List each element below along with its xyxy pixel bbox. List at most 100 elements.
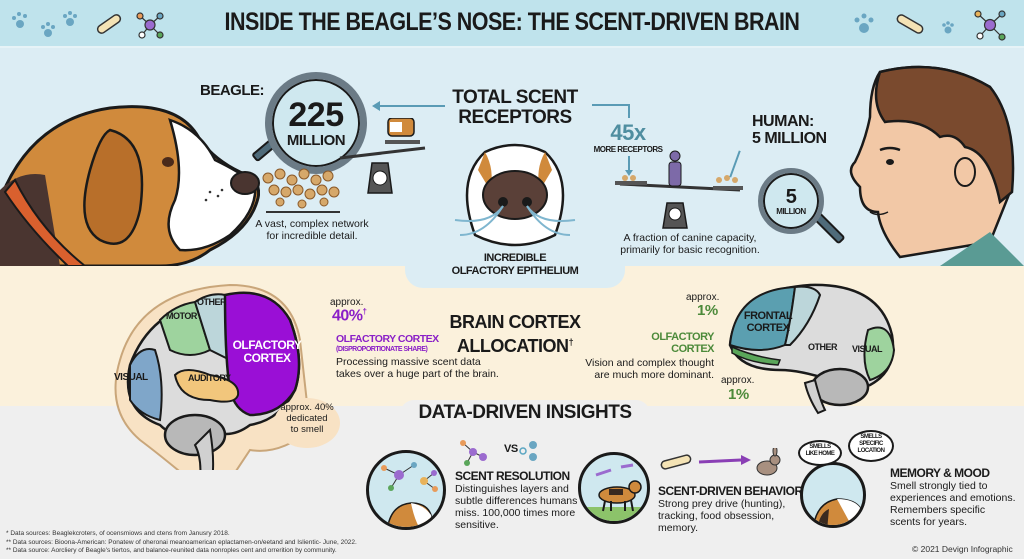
beagle-label: BEAGLE: — [200, 82, 265, 99]
memory-mood-image — [800, 462, 866, 528]
epithelium-label: INCREDIBLE OLFACTORY EPITHELIUM — [440, 252, 590, 278]
frontal-label-line2: CORTEX — [746, 322, 790, 334]
smell-bubble: approx. 40% dedicated to smell — [274, 402, 340, 435]
human-approx-top-label: approx. — [686, 292, 720, 303]
human-label-line1: HUMAN: — [752, 113, 814, 130]
footnote: * Data sources: Beaglekcroters, of ocens… — [6, 530, 230, 537]
beagle-head-illustration — [0, 105, 260, 266]
receptors-heading-line2: RECEPTORS — [458, 107, 572, 128]
header-right-icons — [854, 10, 1006, 41]
desc-line: sensitive. — [455, 519, 499, 531]
arrowhead-icon — [372, 101, 380, 111]
human-receptor-count: 5 — [785, 185, 797, 208]
arrow-left-icon — [375, 105, 445, 107]
beagle-brain-desc-line2: takes over a huge part of the brain. — [336, 368, 499, 380]
human-magnifier: 5 MILLION — [758, 168, 824, 234]
page-title: INSIDE THE BEAGLE’S NOSE: THE SCENT-DRIV… — [224, 8, 800, 36]
memory-mood-title: MEMORY & MOOD — [890, 466, 990, 480]
footnote: ** Data sources: Bioona-American: Ponate… — [6, 538, 357, 546]
paw-icon — [942, 21, 954, 34]
bubble-line: LOCATION — [857, 448, 885, 454]
human-label-line2: 5 MILLION — [752, 130, 827, 147]
frontal-label-line1: FRONTAL — [743, 310, 793, 322]
thought-bubble-home — [798, 440, 842, 466]
bubble-line: SPECIFIC — [859, 441, 883, 447]
scent-resolution-desc: Distinguishes layers and subtle differen… — [455, 483, 600, 531]
thought-bubble-home-text: SMELLS LIKE HOME — [798, 444, 842, 458]
connector-line — [628, 104, 630, 118]
desc-line: Distinguishes layers and — [455, 483, 569, 495]
rabbit-icon — [756, 448, 781, 476]
molecule-dog-icon — [381, 462, 438, 527]
brain-region-other: OTHER — [197, 297, 227, 307]
human-brain-region-other: OTHER — [808, 342, 838, 352]
scent-behavior-title: SCENT-DRIVEN BEHAVIOR — [658, 484, 803, 498]
human-brain-diagram — [728, 283, 896, 415]
beagle-olfactory-percent: 40% — [332, 307, 363, 325]
desc-line: experiences and emotions. — [890, 492, 1016, 504]
brain-region-visual: VISUAL — [114, 372, 148, 383]
vs-label: VS — [504, 443, 518, 455]
cortex-heading-line2: ALLOCATION — [456, 336, 569, 356]
desc-line: tracking, food obsession, — [658, 510, 775, 522]
bone-icon — [896, 14, 924, 34]
memory-mood-desc: Smell strongly tied to experiences and e… — [890, 480, 1024, 528]
scent-behavior-desc: Strong prey drive (hunting), tracking, f… — [658, 498, 808, 534]
smell-bubble-line1: approx. 40% — [280, 402, 334, 413]
bone-icon — [660, 454, 692, 470]
beagle-brain-desc-line1: Processing massive scent data — [336, 356, 481, 368]
beagle-olfactory-title: OLFACTORY CORTEX — [336, 333, 439, 345]
bubble-line: SMELLS — [860, 434, 882, 440]
beagle-approx-value: 40%† — [332, 307, 367, 325]
bubble-line: SMELLS — [809, 444, 831, 450]
epithelium-line1: INCREDIBLE — [483, 252, 547, 264]
brain-region-olfactory: OLFACTORY CORTEX — [222, 339, 312, 365]
epithelium-line2: OLFACTORY EPITHELIUM — [451, 265, 579, 277]
scent-resolution-image — [366, 450, 446, 530]
desc-line: subtle differences humans — [455, 495, 578, 507]
human-scale-icon — [615, 150, 743, 229]
paw-icon — [854, 13, 874, 33]
brain-region-motor: MOTOR — [166, 311, 197, 321]
human-approx-bottom-label: approx. — [721, 375, 755, 386]
human-brain-desc: Vision and complex thought are much more… — [574, 357, 714, 381]
dagger-mark: † — [568, 337, 574, 347]
footnote: ** Data source: Aorcliery of Beagle's ti… — [6, 547, 337, 554]
beagle-receptor-count: 225 — [288, 95, 344, 134]
beagle-approx-label: approx. — [330, 297, 364, 308]
dagger-mark: † — [362, 307, 367, 316]
beagle-brain-diagram — [114, 283, 312, 470]
copyright: © 2021 Devign Infographic — [912, 544, 1013, 554]
human-desc-line1: A fraction of canine capacity, — [623, 232, 757, 244]
molecule-vs-icon — [460, 440, 537, 466]
human-desc: A fraction of canine capacity, primarily… — [610, 232, 770, 256]
molecule-icon — [974, 10, 1006, 41]
paw-icon — [12, 12, 27, 28]
beagle-desc-line2: for incredible detail. — [266, 230, 358, 242]
bone-icon — [96, 14, 122, 34]
human-approx-bottom-value: 1% — [728, 386, 749, 403]
beagle-magnifier: 225 MILLION — [265, 72, 367, 174]
thought-bubble-location-text: SMELLS SPECIFIC LOCATION — [848, 434, 894, 455]
beagle-scale-icon — [339, 118, 426, 194]
human-brain-region-visual: VISUAL — [852, 344, 883, 354]
desc-line: scents for years. — [890, 516, 968, 528]
connector-line — [592, 104, 630, 106]
desc-line: Strong prey drive (hunting), — [658, 498, 786, 510]
olfactory-label-line1: OLFACTORY — [232, 338, 302, 352]
bone-to-rabbit-icon — [660, 448, 781, 476]
beagle-desc-line1: A vast, complex network — [255, 218, 369, 230]
molecule-icon — [136, 12, 164, 39]
footnotes: * Data sources: Beaglekcroters, of ocens… — [6, 530, 357, 556]
receptors-heading-line1: TOTAL SCENT — [452, 87, 578, 108]
desc-line: Remembers specific — [890, 504, 986, 516]
brain-region-auditory: AUDITORY — [188, 373, 231, 383]
human-receptor-unit: MILLION — [776, 206, 806, 216]
paw-icon — [41, 22, 55, 37]
scent-resolution-title: SCENT RESOLUTION — [455, 469, 570, 483]
human-head-illustration — [849, 65, 1024, 266]
desc-line: memory. — [658, 522, 699, 534]
human-approx-top-value: 1% — [697, 302, 718, 319]
beagle-brain-desc: Processing massive scent data takes over… — [336, 356, 499, 380]
human-olfactory-line1: OLFACTORY — [651, 331, 714, 343]
